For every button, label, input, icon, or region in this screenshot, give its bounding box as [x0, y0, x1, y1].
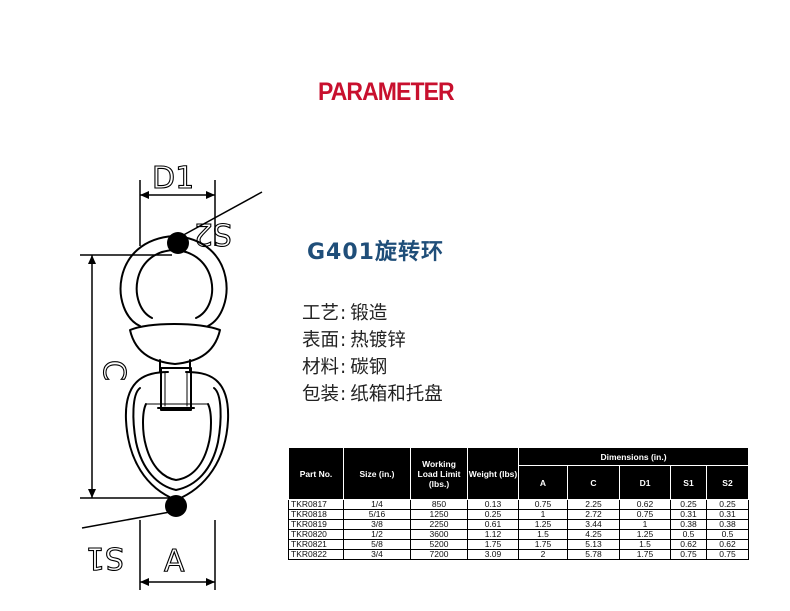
cell-c: 2.25: [567, 499, 620, 510]
cell-d1: 1.75: [619, 549, 671, 560]
cell-size: 3/8: [343, 519, 411, 530]
spec-row-packaging: 包装:纸箱和托盘: [302, 381, 443, 408]
cell-s2: 0.75: [706, 549, 749, 560]
cell-d1: 0.75: [619, 509, 671, 520]
spec-key: 包装: [302, 384, 340, 405]
spec-list: 工艺:锻造 表面:热镀锌 材料:碳钢 包装:纸箱和托盘: [302, 300, 443, 408]
cell-weight: 1.12: [467, 529, 519, 540]
cell-d1: 1: [619, 519, 671, 530]
cell-size: 5/16: [343, 509, 411, 520]
cell-working-load-limit: 3600: [410, 529, 468, 540]
s2-label: S2: [194, 216, 232, 251]
cell-part-no: TKR0821: [288, 539, 344, 550]
cell-part-no: TKR0818: [288, 509, 344, 520]
spec-row-process: 工艺:锻造: [302, 300, 443, 327]
cell-d1: 0.62: [619, 499, 671, 510]
parameter-table: Part No. Size (in.) Working Load Limit (…: [288, 447, 749, 560]
cell-a: 1.75: [518, 539, 568, 550]
page-heading: PARAMETER: [318, 78, 455, 106]
cell-part-no: TKR0817: [288, 499, 344, 510]
cell-s2: 0.62: [706, 539, 749, 550]
spec-separator: :: [340, 384, 347, 405]
spec-row-material: 材料:碳钢: [302, 354, 443, 381]
header-c: C: [567, 465, 620, 500]
cell-c: 5.78: [567, 549, 620, 560]
c-label: C: [96, 360, 131, 381]
spec-value: 碳钢: [350, 357, 388, 378]
header-size: Size (in.): [343, 447, 411, 500]
cell-s1: 0.31: [670, 509, 707, 520]
cell-s2: 0.25: [706, 499, 749, 510]
cell-c: 2.72: [567, 509, 620, 520]
cell-c: 5.13: [567, 539, 620, 550]
cell-working-load-limit: 1250: [410, 509, 468, 520]
spec-key: 表面: [302, 330, 340, 351]
cell-d1: 1.25: [619, 529, 671, 540]
spec-key: 材料: [302, 357, 340, 378]
swivel-eye-drawing: D1 A S2 C S1: [80, 160, 263, 590]
cell-working-load-limit: 7200: [410, 549, 468, 560]
header-weight: Weight (lbs): [467, 447, 519, 500]
cell-part-no: TKR0820: [288, 529, 344, 540]
header-s1: S1: [670, 465, 707, 500]
cell-part-no: TKR0819: [288, 519, 344, 530]
cell-size: 3/4: [343, 549, 411, 560]
cell-size: 1/4: [343, 499, 411, 510]
cell-c: 3.44: [567, 519, 620, 530]
cell-a: 1.5: [518, 529, 568, 540]
header-working-load-limit: Working Load Limit (lbs.): [410, 447, 468, 500]
cell-weight: 0.61: [467, 519, 519, 530]
header-dimensions: Dimensions (in.): [518, 447, 749, 466]
cell-part-no: TKR0822: [288, 549, 344, 560]
cell-c: 4.25: [567, 529, 620, 540]
cell-working-load-limit: 2250: [410, 519, 468, 530]
cell-s1: 0.62: [670, 539, 707, 550]
header-s2: S2: [706, 465, 749, 500]
cell-size: 1/2: [343, 529, 411, 540]
header-d1: D1: [619, 465, 671, 500]
d1-label: D1: [152, 161, 194, 196]
cell-a: 1.25: [518, 519, 568, 530]
header-a: A: [518, 465, 568, 500]
cell-a: 1: [518, 509, 568, 520]
a-label: A: [164, 544, 185, 579]
cell-s1: 0.25: [670, 499, 707, 510]
cell-size: 5/8: [343, 539, 411, 550]
cell-weight: 3.09: [467, 549, 519, 560]
spec-value: 锻造: [350, 303, 388, 324]
spec-row-surface: 表面:热镀锌: [302, 327, 443, 354]
cell-weight: 1.75: [467, 539, 519, 550]
cell-s1: 0.75: [670, 549, 707, 560]
spec-value: 纸箱和托盘: [350, 384, 443, 405]
cell-s2: 0.5: [706, 529, 749, 540]
cell-working-load-limit: 850: [410, 499, 468, 510]
spec-value: 热镀锌: [350, 330, 406, 351]
cell-weight: 0.13: [467, 499, 519, 510]
cell-s2: 0.31: [706, 509, 749, 520]
spec-separator: :: [340, 303, 347, 324]
header-part-no: Part No.: [288, 447, 344, 500]
cell-d1: 1.5: [619, 539, 671, 550]
cell-s2: 0.38: [706, 519, 749, 530]
spec-separator: :: [340, 330, 347, 351]
spec-key: 工艺: [302, 303, 340, 324]
product-title: G401旋转环: [307, 240, 444, 265]
cell-working-load-limit: 5200: [410, 539, 468, 550]
cell-a: 0.75: [518, 499, 568, 510]
spec-separator: :: [340, 357, 347, 378]
cell-weight: 0.25: [467, 509, 519, 520]
s1-label: S1: [86, 540, 124, 575]
cell-a: 2: [518, 549, 568, 560]
cell-s1: 0.38: [670, 519, 707, 530]
cell-s1: 0.5: [670, 529, 707, 540]
